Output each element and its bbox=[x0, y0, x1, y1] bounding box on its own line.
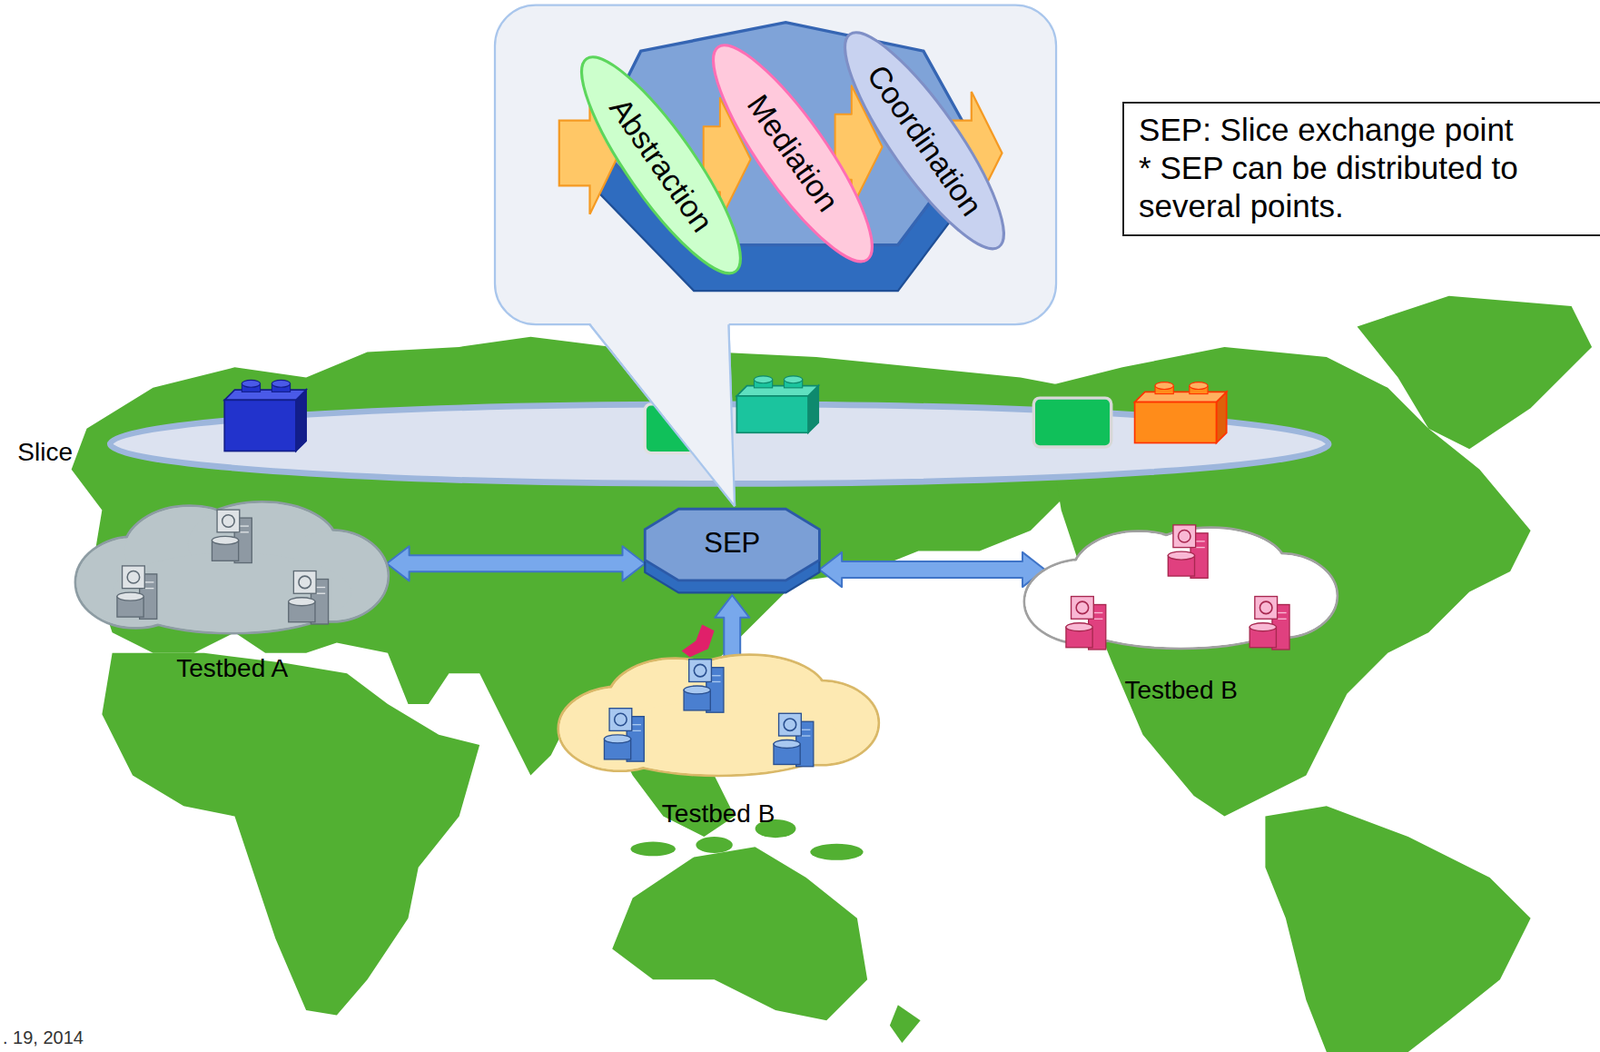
server-symbol bbox=[783, 718, 796, 731]
server-disk bbox=[117, 592, 144, 601]
block-top bbox=[1135, 392, 1227, 403]
server-disk bbox=[1066, 622, 1093, 631]
server-disk bbox=[683, 685, 711, 694]
continents bbox=[71, 296, 1592, 1052]
server-symbol bbox=[693, 664, 706, 677]
slice-band: Slice bbox=[107, 372, 1332, 490]
date-label: . 19, 2014 bbox=[2, 1026, 84, 1048]
block-stud bbox=[753, 375, 772, 384]
australia bbox=[612, 846, 868, 1020]
server-cube bbox=[609, 708, 633, 731]
slice-label: Slice bbox=[17, 436, 73, 468]
server-cube bbox=[689, 659, 712, 682]
callout-pointer-edge bbox=[590, 324, 736, 506]
island bbox=[630, 841, 675, 857]
japan-highlight bbox=[681, 623, 715, 657]
server-disk bbox=[212, 535, 239, 544]
server-cube bbox=[778, 712, 801, 736]
note-box: SEP: Slice exchange point* SEP can be di… bbox=[1122, 101, 1600, 237]
cloud-fill bbox=[112, 552, 352, 632]
note-text: * SEP can be distributed to several poin… bbox=[1138, 148, 1595, 226]
block-stud bbox=[1155, 382, 1174, 390]
testbed-label: Testbed B bbox=[559, 798, 879, 830]
server-cube bbox=[1173, 524, 1196, 548]
testbed-cloud: Testbed B bbox=[559, 652, 879, 835]
block-stud bbox=[241, 380, 260, 388]
block-front bbox=[736, 395, 809, 433]
testbed-label: Testbed B bbox=[1025, 674, 1337, 706]
block-stud bbox=[1189, 382, 1208, 390]
server-symbol bbox=[1260, 601, 1273, 613]
testbed-cloud: Testbed B bbox=[1025, 525, 1337, 710]
slice-shape bbox=[107, 372, 1332, 490]
server-symbol bbox=[613, 712, 626, 725]
link-arrow bbox=[714, 594, 750, 656]
block-stud bbox=[271, 380, 290, 388]
block-front bbox=[1135, 402, 1217, 444]
block-front bbox=[224, 399, 297, 451]
block-stud bbox=[783, 375, 802, 384]
server-cube bbox=[217, 509, 240, 533]
africa bbox=[101, 652, 480, 1016]
server-symbol bbox=[1178, 529, 1191, 542]
exchange-octagon: SEP bbox=[642, 506, 822, 595]
greenland bbox=[1357, 296, 1592, 449]
ellipse-outline bbox=[822, 15, 1027, 267]
server-disk bbox=[1250, 622, 1277, 631]
note-text: SEP: Slice exchange point bbox=[1138, 110, 1595, 149]
new-zealand bbox=[889, 1004, 921, 1043]
island bbox=[695, 836, 732, 853]
server-cube bbox=[1071, 595, 1095, 619]
testbed-cloud: Testbed A bbox=[76, 500, 388, 690]
south-america bbox=[1264, 805, 1531, 1052]
server-disk bbox=[773, 740, 800, 749]
server-disk bbox=[1168, 551, 1196, 560]
link-arrow bbox=[386, 545, 645, 581]
server-cube bbox=[1254, 595, 1278, 619]
server-symbol bbox=[222, 513, 235, 526]
server-disk bbox=[603, 734, 631, 743]
server-symbol bbox=[127, 570, 139, 583]
server-symbol bbox=[298, 575, 311, 588]
server-symbol bbox=[1076, 601, 1089, 613]
link-arrow bbox=[819, 552, 1045, 587]
callout-box bbox=[494, 5, 1057, 326]
block-top bbox=[736, 385, 819, 396]
testbed-label: Testbed A bbox=[76, 652, 388, 684]
server-cube bbox=[122, 565, 146, 589]
island bbox=[809, 843, 863, 860]
block-top bbox=[224, 389, 307, 400]
ellipse-label: Coordination bbox=[859, 59, 990, 223]
callout-pointer bbox=[590, 322, 736, 506]
callout-pointer-edge bbox=[728, 324, 735, 506]
server-cube bbox=[294, 570, 317, 593]
server-disk bbox=[288, 596, 316, 605]
green-block bbox=[1033, 397, 1111, 447]
octagon-label: SEP bbox=[703, 506, 761, 581]
